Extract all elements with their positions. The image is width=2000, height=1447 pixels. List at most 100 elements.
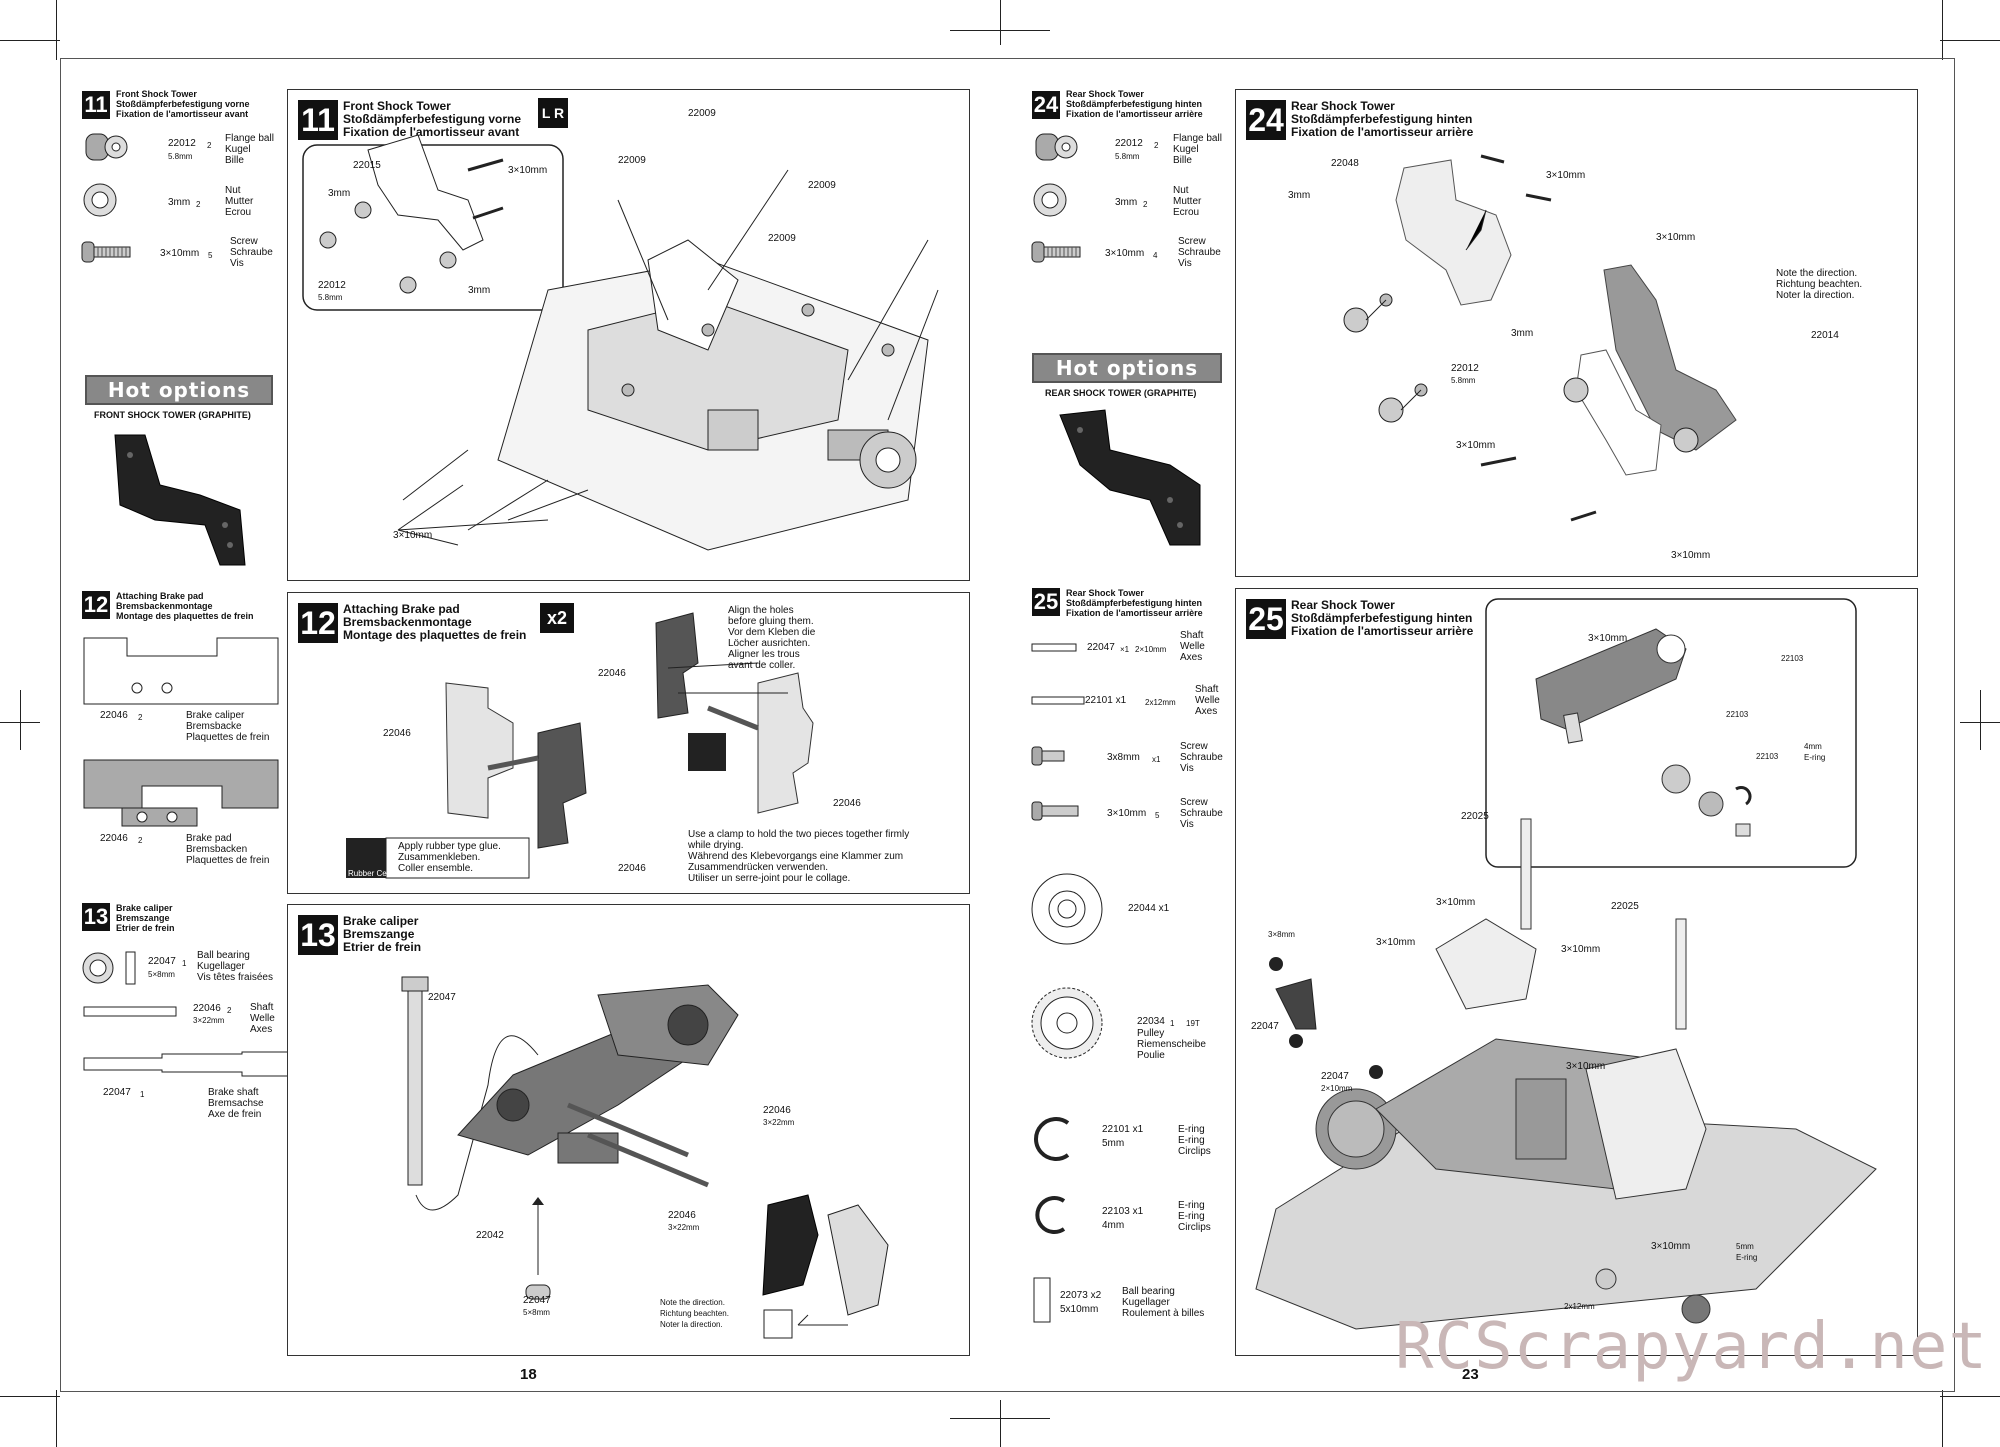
part-desc: Ball bearing Kugellager Roulement à bill… — [1122, 1286, 1205, 1319]
hot-options-caption: REAR SHOCK TOWER (GRAPHITE) — [1045, 388, 1197, 398]
part-label: 22047 — [428, 992, 456, 1003]
e-ring-icon — [1035, 1196, 1066, 1234]
watermark: RCScrapyard.net — [1395, 1310, 1988, 1384]
part-label: 3×22mm — [763, 1118, 795, 1127]
part-desc: E-ring E-ring Circlips — [1178, 1200, 1211, 1233]
part-label: 2x12mm — [1564, 1302, 1595, 1311]
part-desc: Screw Schraube Vis — [230, 236, 273, 269]
part-label: 22046 — [383, 728, 411, 739]
part-desc: Nut Mutter Ecrou — [225, 185, 254, 218]
part-qty: 2 — [1143, 200, 1148, 209]
step-number: 25 — [1246, 599, 1286, 639]
screw-icon — [1031, 241, 1081, 263]
part-label: 22046 — [668, 1210, 696, 1221]
part-label: 5.8mm — [318, 293, 343, 302]
times-two-badge: x2 — [540, 603, 574, 633]
part-label: 3×10mm — [1376, 937, 1416, 948]
direction-note: Note the direction. Richtung beachten. N… — [660, 1298, 729, 1329]
rear-shock-tower-diagram — [1343, 154, 1737, 522]
part-label: 3×22mm — [668, 1223, 700, 1232]
step-24-panel: 24 Rear Shock Tower Stoßdämpferbefestigu… — [1235, 89, 1918, 577]
part-label: 3×10mm — [508, 165, 548, 176]
part-size: 3×22mm — [193, 1016, 225, 1025]
part-desc: Shaft Welle Axes — [1195, 684, 1220, 717]
part-label: 3×10mm — [1566, 1061, 1606, 1072]
part-desc: Brake pad Bremsbacken Plaquettes de frei… — [186, 833, 270, 866]
step-title: Attaching Brake pad Bremsbackenmontage M… — [343, 602, 527, 642]
part-id: 22046 — [193, 1003, 221, 1014]
part-qty: 2 — [138, 713, 143, 722]
part-desc: Shaft Welle Axes — [1180, 630, 1205, 663]
step-number: 24 — [1032, 91, 1060, 119]
part-id: 22101 x1 — [1102, 1124, 1144, 1135]
part-label: 22025 — [1461, 811, 1489, 822]
glue-note: Apply rubber type glue. Zusammenkleben. … — [398, 841, 501, 874]
part-label: 4mm E-ring — [1804, 742, 1826, 762]
part-desc: Screw Schraube Vis — [1180, 741, 1223, 774]
part-desc: Brake shaft Bremsachse Axe de frein — [208, 1087, 264, 1120]
screw-icon — [1031, 746, 1065, 766]
part-label: 3×10mm — [1456, 440, 1496, 451]
part-label: 22046 — [598, 668, 626, 679]
left-right-badge: L R — [538, 98, 568, 128]
glue-label: Rubber Cement — [348, 869, 405, 878]
part-label: 22046 — [763, 1105, 791, 1116]
part-id: 22103 x1 — [1102, 1206, 1144, 1217]
nut-icon — [83, 183, 117, 217]
part-label: 5.8mm — [1451, 376, 1476, 385]
graphite-shock-tower-icon — [114, 434, 246, 566]
step-title: Front Shock Tower Stoßdämpferbefestigung… — [343, 99, 522, 139]
step-number: 11 — [82, 91, 110, 119]
ball-bearing-icon — [82, 951, 136, 985]
part-label: 22047 — [1251, 1021, 1279, 1032]
part-id: 22044 x1 — [1128, 903, 1170, 914]
part-desc: Screw Schraube Vis — [1178, 236, 1221, 269]
hot-options-logo: Hot options — [1032, 353, 1222, 383]
pulley-flange-icon — [1031, 873, 1103, 945]
step-number: 13 — [82, 903, 110, 931]
part-qty: 5 — [208, 251, 213, 260]
step-number: 24 — [1246, 100, 1286, 140]
part-label: 22014 — [1811, 330, 1839, 341]
part-label: 3×10mm — [393, 530, 433, 541]
part-label: 3×10mm — [1656, 232, 1696, 243]
part-label: 22046 — [618, 863, 646, 874]
pulley-icon — [1031, 987, 1103, 1059]
part-label: 22012 — [1451, 363, 1479, 374]
part-label: 3×10mm — [1671, 550, 1711, 561]
step-title: Rear Shock Tower Stoßdämpferbefestigung … — [1066, 588, 1203, 618]
part-size: 5mm — [1102, 1138, 1125, 1149]
part-id: 22012 — [168, 138, 196, 149]
part-label: 22009 — [808, 180, 836, 191]
part-size: 5×8mm — [148, 970, 175, 979]
part-id: 22073 x2 — [1060, 1290, 1102, 1301]
part-label: 22048 — [1331, 158, 1359, 169]
part-qty: 2 — [227, 1006, 232, 1015]
part-id: 22046 — [100, 833, 128, 844]
part-desc: Shaft Welle Axes — [250, 1002, 275, 1035]
part-id: 3mm — [168, 197, 191, 208]
part-id: 3mm — [1115, 197, 1138, 208]
part-label: 22009 — [688, 108, 716, 119]
part-id: 22101 x1 — [1085, 695, 1127, 706]
part-label: 22103 — [1781, 654, 1804, 663]
part-qty: 1 — [1170, 1019, 1175, 1028]
part-label: 3×8mm — [1268, 930, 1295, 939]
part-desc: Flange ball Kugel Bille — [1173, 133, 1222, 166]
part-label: 5mm E-ring — [1736, 1242, 1758, 1262]
part-id: 3×10mm — [1105, 248, 1145, 259]
part-size: 4mm — [1102, 1220, 1125, 1231]
front-shock-tower-diagram — [302, 134, 939, 551]
part-id: 22046 — [100, 710, 128, 721]
part-desc: Screw Schraube Vis — [1180, 797, 1223, 830]
part-desc: Nut Mutter Ecrou — [1173, 185, 1202, 218]
part-label: 22025 — [1611, 901, 1639, 912]
step-number: 12 — [82, 591, 110, 619]
part-label: 5×8mm — [523, 1308, 550, 1317]
brake-pad-icon — [83, 759, 279, 827]
part-id: 3×10mm — [1107, 808, 1147, 819]
shaft-icon — [1031, 643, 1077, 652]
part-size: 5x10mm — [1060, 1304, 1099, 1315]
part-qty: 1 — [182, 959, 187, 968]
part-desc: Ball bearing Kugellager Vis têtes fraisé… — [197, 950, 273, 983]
